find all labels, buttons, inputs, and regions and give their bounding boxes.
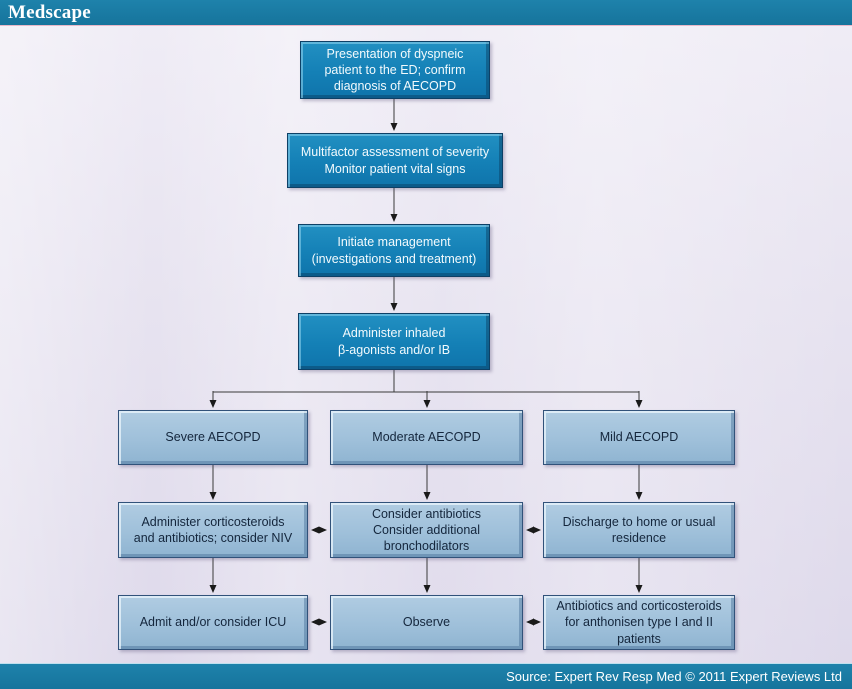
flow-node-observe-label: Observe bbox=[402, 615, 451, 630]
flow-node-mild-label: Mild AECOPD bbox=[599, 430, 679, 445]
flow-node-assessment-label: Multifactor assessment of severity Monit… bbox=[300, 145, 490, 176]
flow-node-observe: Observe bbox=[330, 595, 523, 650]
flow-node-corticosteroids-label: Administer corticosteroids and antibioti… bbox=[133, 514, 293, 545]
flow-node-severe: Severe AECOPD bbox=[118, 410, 308, 465]
header-bar: Medscape bbox=[0, 0, 852, 26]
flow-node-moderate: Moderate AECOPD bbox=[330, 410, 523, 465]
flow-node-presentation: Presentation of dyspneic patient to the … bbox=[300, 41, 490, 99]
flow-node-consider-antibiotics-label: Consider antibiotics Consider additional… bbox=[371, 506, 482, 554]
flow-node-moderate-label: Moderate AECOPD bbox=[372, 430, 481, 445]
source-attribution: Source: Expert Rev Resp Med © 2011 Exper… bbox=[506, 668, 842, 684]
flow-node-initiate: Initiate management (investigations and … bbox=[298, 224, 490, 277]
flow-node-admit-label: Admit and/or consider ICU bbox=[139, 615, 287, 630]
flow-node-assessment: Multifactor assessment of severity Monit… bbox=[287, 133, 503, 188]
flow-node-antibiotics-anthonisen: Antibiotics and corticosteroids for anth… bbox=[543, 595, 735, 650]
flow-node-severe-label: Severe AECOPD bbox=[165, 430, 261, 445]
flow-node-discharge-label: Discharge to home or usual residence bbox=[562, 514, 716, 545]
footer-bar: Source: Expert Rev Resp Med © 2011 Exper… bbox=[0, 663, 852, 689]
flow-node-initiate-label: Initiate management (investigations and … bbox=[311, 235, 477, 266]
flow-node-mild: Mild AECOPD bbox=[543, 410, 735, 465]
flow-node-consider-antibiotics: Consider antibiotics Consider additional… bbox=[330, 502, 523, 558]
flow-node-administer-inhaled-label: Administer inhaled β-agonists and/or IB bbox=[337, 326, 451, 357]
flow-node-corticosteroids: Administer corticosteroids and antibioti… bbox=[118, 502, 308, 558]
medscape-logo: Medscape bbox=[8, 1, 91, 23]
flow-node-antibiotics-anthonisen-label: Antibiotics and corticosteroids for anth… bbox=[556, 599, 722, 646]
flow-node-admit: Admit and/or consider ICU bbox=[118, 595, 308, 650]
flow-node-presentation-label: Presentation of dyspneic patient to the … bbox=[324, 46, 466, 94]
flow-node-administer-inhaled: Administer inhaled β-agonists and/or IB bbox=[298, 313, 490, 370]
flow-node-discharge: Discharge to home or usual residence bbox=[543, 502, 735, 558]
